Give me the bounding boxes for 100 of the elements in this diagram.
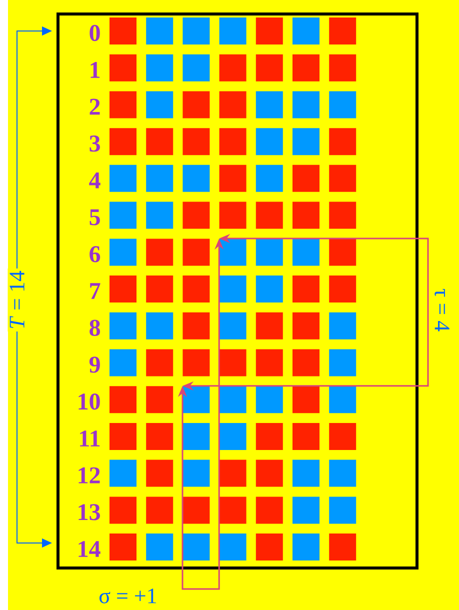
- grid-cell: [146, 91, 174, 118]
- grid-cell: [182, 496, 210, 524]
- grid-cell: [219, 423, 246, 450]
- grid-cell: [219, 202, 246, 229]
- grid-cell: [146, 128, 174, 156]
- grid-cell: [292, 202, 320, 229]
- grid-cell: [110, 496, 136, 524]
- grid-cell: [329, 460, 356, 487]
- grid-cell: [182, 128, 210, 156]
- grid-cell: [182, 349, 210, 376]
- grid-cell: [256, 202, 283, 229]
- dimension-label: T = 14: [8, 268, 26, 332]
- grid-cell: [110, 91, 136, 118]
- row-number: 4: [89, 172, 100, 188]
- row-number: 6: [90, 246, 100, 262]
- grid-cell: [256, 349, 283, 376]
- grid-cell: [219, 128, 246, 156]
- grid-cell: [182, 534, 210, 560]
- grid-cell: [292, 18, 320, 44]
- row-number: 9: [89, 356, 100, 373]
- grid-cell: [256, 54, 283, 82]
- grid-cell: [292, 349, 320, 376]
- grid-cell: [110, 238, 136, 266]
- grid-cell: [146, 349, 174, 376]
- row-number: 1: [90, 62, 100, 78]
- grid-cell: [146, 54, 174, 82]
- grid-cell: [146, 423, 174, 450]
- row-number: 11: [80, 430, 100, 446]
- grid-cell: [292, 534, 320, 560]
- grid-cell: [256, 386, 283, 414]
- grid-cell: [256, 164, 283, 192]
- grid-cell: [256, 496, 283, 524]
- grid-cell: [219, 276, 246, 302]
- grid-cell: [110, 386, 136, 414]
- grid-cell: [329, 423, 356, 450]
- grid-cell: [182, 238, 210, 266]
- grid-cell: [110, 202, 136, 229]
- grid-cell: [146, 238, 174, 266]
- grid-cell: [256, 238, 283, 266]
- grid-cell: [182, 54, 210, 82]
- row-number: 8: [90, 320, 100, 336]
- grid-cell: [256, 91, 283, 118]
- grid-cell: [110, 128, 136, 156]
- row-number: 5: [90, 209, 100, 226]
- grid-cell: [182, 202, 210, 229]
- grid-cell: [256, 534, 283, 560]
- grid-cell: [329, 18, 356, 44]
- edge-label: τ = 4: [434, 287, 450, 333]
- grid-cell: [292, 460, 320, 487]
- grid-cell: [292, 128, 320, 156]
- grid-cell: [182, 460, 210, 487]
- grid-cell: [256, 460, 283, 487]
- grid-cell: [219, 164, 246, 192]
- grid-cell: [182, 423, 210, 450]
- edge-label: σ = +1: [98, 588, 158, 604]
- row-number: 13: [78, 504, 100, 520]
- grid-cell: [256, 276, 283, 302]
- grid-cell: [292, 496, 320, 524]
- row-number: 12: [78, 467, 100, 484]
- grid-cell: [182, 276, 210, 302]
- grid-cell: [329, 238, 356, 266]
- grid-cell: [329, 312, 356, 340]
- grid-cell: [146, 312, 174, 340]
- row-number: 0: [90, 24, 100, 42]
- grid-cell: [292, 91, 320, 118]
- grid-cell: [110, 534, 136, 560]
- row-number: 10: [78, 394, 100, 410]
- grid-cell: [110, 349, 136, 376]
- grid-cell: [146, 18, 174, 44]
- grid-cell: [329, 496, 356, 524]
- grid-cell: [219, 386, 246, 414]
- grid-cell: [146, 496, 174, 524]
- grid-cell: [146, 386, 174, 414]
- grid-cell: [110, 312, 136, 340]
- grid-cell: [182, 386, 210, 414]
- grid-cell: [256, 312, 283, 340]
- grid-cell: [110, 18, 136, 44]
- grid-cell: [182, 91, 210, 118]
- grid-cell: [256, 128, 283, 156]
- grid-cell: [146, 276, 174, 302]
- grid-cell: [329, 349, 356, 376]
- grid-cell: [329, 276, 356, 302]
- grid-cell: [292, 386, 320, 414]
- grid-cell: [146, 164, 174, 192]
- grid-cell: [182, 18, 210, 44]
- grid-cell: [292, 312, 320, 340]
- row-number: 7: [90, 283, 100, 299]
- row-number: 2: [90, 98, 100, 115]
- grid-cell: [110, 164, 136, 192]
- grid-cell: [329, 534, 356, 560]
- grid-cell: [219, 534, 246, 560]
- grid-cell: [182, 164, 210, 192]
- grid-cell: [292, 423, 320, 450]
- grid-cell: [219, 91, 246, 118]
- grid-cell: [182, 312, 210, 340]
- grid-cell: [146, 460, 174, 487]
- grid-cell: [329, 128, 356, 156]
- grid-cell: [329, 91, 356, 118]
- grid-cell: [219, 496, 246, 524]
- grid-cell: [329, 202, 356, 229]
